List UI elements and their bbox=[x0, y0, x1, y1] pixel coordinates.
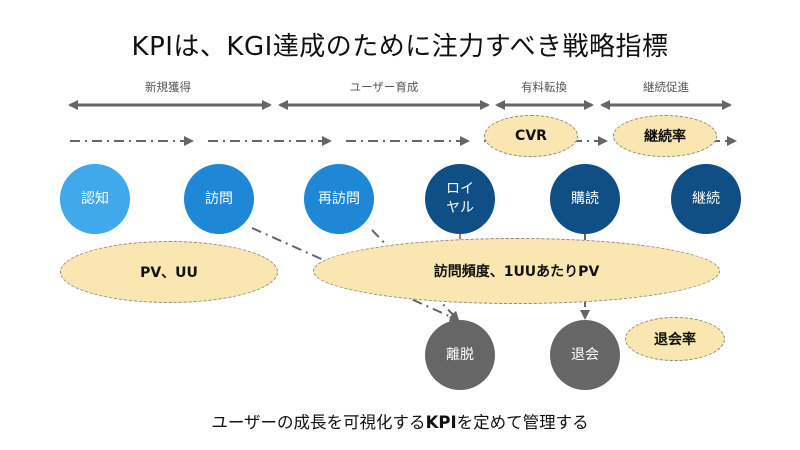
node-loyal-label-line2: ヤル bbox=[446, 200, 474, 216]
node-churn-leave-label: 離脱 bbox=[446, 346, 474, 363]
churn-arrow-revisit bbox=[371, 229, 460, 322]
stage-label-nurturing: ユーザー育成 bbox=[345, 79, 423, 95]
node-subscribe-label: 購読 bbox=[571, 190, 599, 207]
footer-text-after: を定めて管理する bbox=[456, 413, 589, 432]
kpi-continuation-rate: 継続率 bbox=[613, 115, 717, 157]
stage-label-conversion: 有料転換 bbox=[517, 79, 571, 95]
kpi-cvr: CVR bbox=[484, 115, 578, 157]
stage-label-retention: 継続促進 bbox=[639, 79, 693, 95]
node-continue: 継続 bbox=[671, 164, 741, 234]
node-visit: 訪問 bbox=[184, 164, 254, 234]
node-churn-cancel-label: 退会 bbox=[571, 346, 599, 363]
node-continue-label: 継続 bbox=[692, 190, 720, 207]
node-revisit-label: 再訪問 bbox=[318, 190, 360, 207]
node-loyal-label-line1: ロイ bbox=[446, 181, 474, 197]
kpi-cancellation-rate: 退会率 bbox=[625, 317, 725, 361]
node-awareness: 認知 bbox=[60, 164, 130, 234]
page-title: KPIは、KGI達成のために注力すべき戦略指標 bbox=[131, 32, 669, 62]
node-loyal: ロイ ヤル bbox=[425, 164, 495, 234]
kpi-pv-uu: PV、UU bbox=[60, 241, 278, 303]
footer-caption: ユーザーの成長を可視化するKPIを定めて管理する bbox=[0, 409, 800, 433]
kpi-visit-frequency: 訪問頻度、1UUあたりPV bbox=[313, 238, 720, 304]
node-churn-cancel: 退会 bbox=[550, 320, 620, 390]
stage-label-acquisition: 新規獲得 bbox=[141, 79, 195, 95]
footer-text-before: ユーザーの成長を可視化する bbox=[211, 413, 426, 432]
node-subscribe: 購読 bbox=[550, 164, 620, 234]
node-churn-leave: 離脱 bbox=[425, 320, 495, 390]
node-visit-label: 訪問 bbox=[205, 190, 233, 207]
node-awareness-label: 認知 bbox=[81, 190, 109, 207]
node-revisit: 再訪問 bbox=[304, 164, 374, 234]
footer-highlight: KPI bbox=[425, 413, 457, 432]
